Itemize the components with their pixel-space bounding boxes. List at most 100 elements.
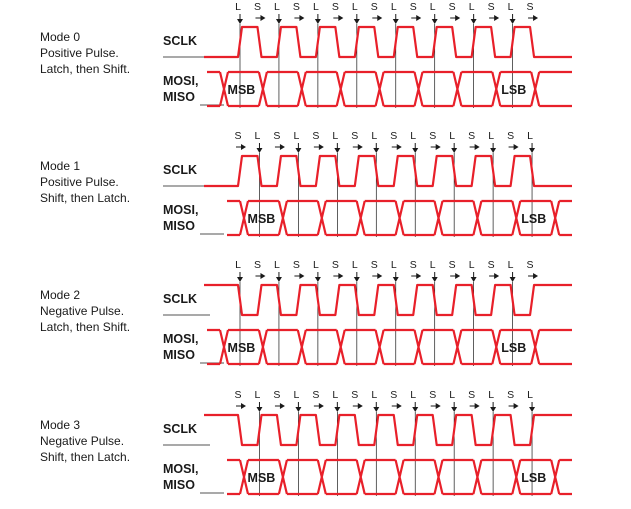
latch-arrow-icon: [509, 19, 516, 24]
edge-label: S: [410, 1, 417, 13]
sclk-waveform: [204, 154, 572, 188]
edge-label: S: [507, 389, 514, 401]
mode-2-panel: Mode 2 Negative Pulse. Latch, then Shift. S…: [40, 259, 572, 366]
latch-arrow-icon: [529, 407, 536, 412]
edge-label: S: [390, 130, 397, 142]
edge-label: S: [312, 130, 319, 142]
msb-label: MSB: [248, 471, 276, 485]
mode-pulse-polarity: Positive Pulse.: [40, 46, 119, 60]
edge-label: L: [313, 259, 319, 271]
shift-arrow-icon: [299, 15, 305, 21]
sclk-label: SCLK: [163, 34, 197, 48]
shift-arrow-icon: [494, 273, 500, 279]
edge-label: L: [469, 1, 475, 13]
edge-label: L: [313, 1, 319, 13]
edge-label: L: [430, 1, 436, 13]
latch-arrow-icon: [275, 277, 282, 282]
data-bus-crossings: [218, 71, 541, 107]
shift-arrow-icon: [396, 144, 402, 150]
edge-label: L: [255, 130, 261, 142]
edge-label: S: [488, 259, 495, 271]
shift-arrow-icon: [513, 144, 519, 150]
latch-arrow-icon: [509, 277, 516, 282]
shift-arrow-icon: [396, 403, 402, 409]
shift-arrow-icon: [416, 15, 422, 21]
miso-label: MISO: [163, 348, 195, 362]
latch-arrow-icon: [431, 277, 438, 282]
shift-arrow-icon: [260, 15, 266, 21]
edge-label: S: [312, 389, 319, 401]
edge-label: S: [254, 1, 261, 13]
edge-label: S: [351, 130, 358, 142]
edge-label: S: [449, 1, 456, 13]
latch-arrow-icon: [314, 19, 321, 24]
mode-latch-order: Latch, then Shift.: [40, 320, 130, 334]
latch-arrow-icon: [392, 19, 399, 24]
sclk-waveform: [204, 25, 572, 59]
edge-label: L: [527, 130, 533, 142]
latch-arrow-icon: [373, 407, 380, 412]
edge-label: S: [429, 130, 436, 142]
latch-arrow-icon: [256, 148, 263, 153]
shift-arrow-icon: [435, 144, 441, 150]
miso-label: MISO: [163, 90, 195, 104]
edge-label: L: [488, 389, 494, 401]
sclk-waveform: [204, 413, 572, 447]
shift-arrow-icon: [377, 273, 383, 279]
miso-label: MISO: [163, 219, 195, 233]
edge-label: L: [293, 130, 299, 142]
mode-title: Mode 0: [40, 30, 80, 44]
edge-label: L: [430, 259, 436, 271]
shift-arrow-icon: [377, 15, 383, 21]
shift-arrow-icon: [338, 273, 344, 279]
data-bus-crossings: [218, 329, 541, 365]
edge-label: S: [488, 1, 495, 13]
edge-label: S: [468, 130, 475, 142]
sclk-waveform: [204, 283, 572, 317]
edge-label: L: [508, 1, 514, 13]
edge-label: L: [293, 389, 299, 401]
msb-label: MSB: [248, 212, 276, 226]
latch-arrow-icon: [314, 277, 321, 282]
latch-arrow-icon: [237, 277, 243, 282]
mosi-label: MOSI,: [163, 332, 198, 346]
latch-arrow-icon: [529, 148, 536, 153]
data-bus-waveform: [227, 199, 572, 237]
edge-label: S: [507, 130, 514, 142]
latch-arrow-icon: [392, 277, 399, 282]
edge-label: L: [488, 130, 494, 142]
mode-pulse-polarity: Negative Pulse.: [40, 304, 124, 318]
latch-arrow-icon: [353, 19, 360, 24]
shift-arrow-icon: [279, 144, 285, 150]
latch-arrow-icon: [412, 148, 419, 153]
shift-arrow-icon: [416, 273, 422, 279]
shift-arrow-icon: [357, 144, 363, 150]
edge-label: L: [371, 389, 377, 401]
edge-label: S: [410, 259, 417, 271]
data-bus-crossings: [238, 200, 561, 236]
edge-label: L: [235, 259, 241, 271]
latch-arrow-icon: [490, 407, 497, 412]
edge-label: L: [274, 1, 280, 13]
shift-arrow-icon: [241, 144, 246, 150]
edge-label: L: [449, 389, 455, 401]
latch-arrow-icon: [431, 19, 438, 24]
sclk-label: SCLK: [163, 422, 197, 436]
sclk-label: SCLK: [163, 292, 197, 306]
edge-label: L: [352, 259, 358, 271]
edge-label: L: [332, 389, 338, 401]
edge-label: S: [273, 389, 280, 401]
edge-label: L: [332, 130, 338, 142]
mode-title: Mode 2: [40, 288, 80, 302]
shift-arrow-icon: [474, 403, 480, 409]
lsb-label: LSB: [521, 212, 546, 226]
edge-label: L: [410, 389, 416, 401]
latch-arrow-icon: [470, 19, 477, 24]
edge-label: S: [390, 389, 397, 401]
edge-label: L: [235, 1, 241, 13]
mode-pulse-polarity: Negative Pulse.: [40, 434, 124, 448]
edge-label: S: [468, 389, 475, 401]
